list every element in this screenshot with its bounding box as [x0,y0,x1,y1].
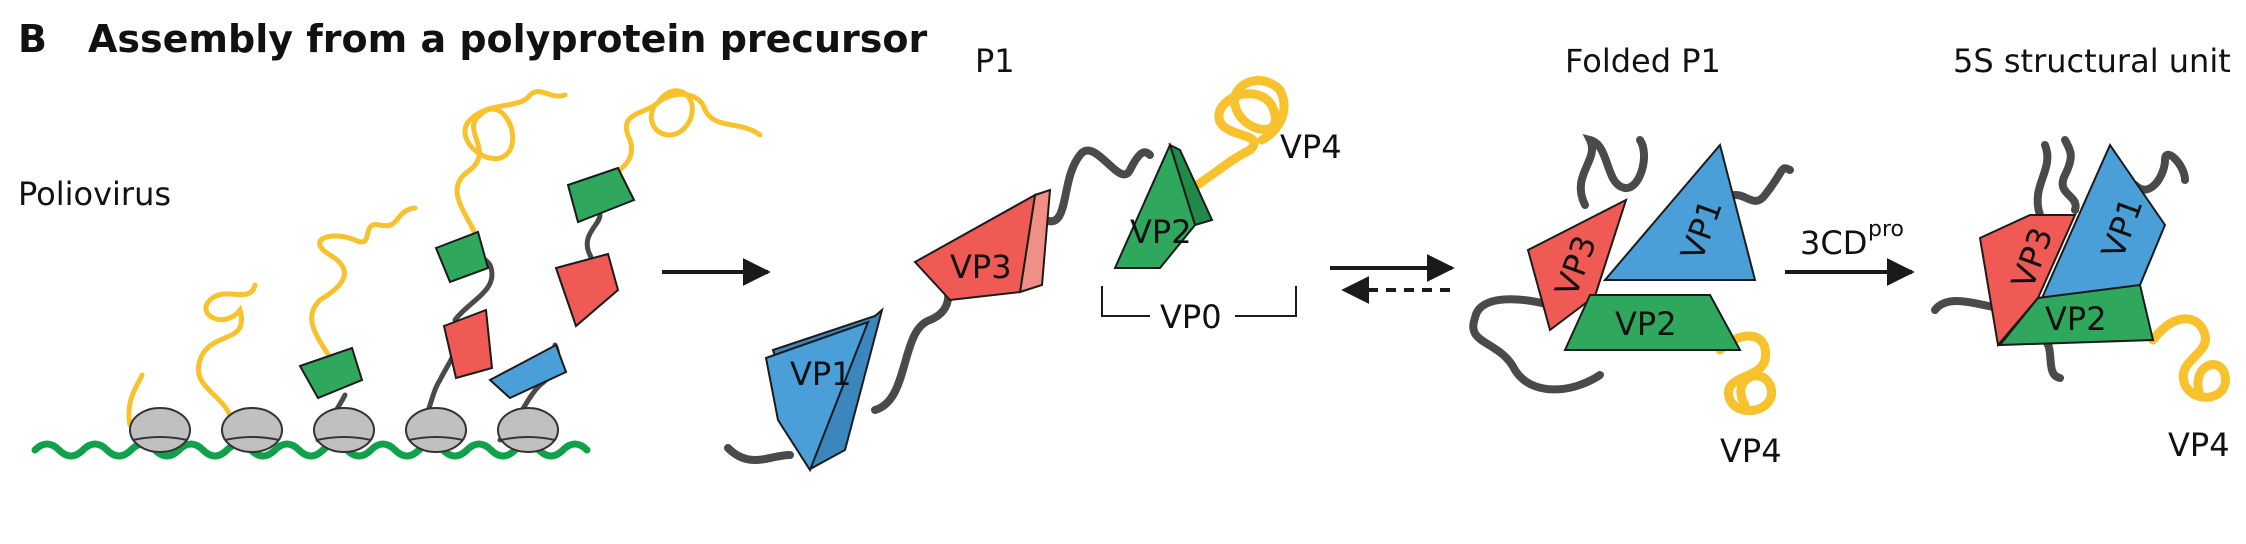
vp3-nascent-domain [442,308,494,380]
translation-scene [31,88,763,460]
p1-vp2-domain [1113,142,1197,269]
p1-vp1-domain [764,320,870,473]
vp0-bracket [1101,286,1297,317]
unit-vp3-domain [1978,214,2077,348]
unit-linker [2131,150,2189,194]
p1-vp1-label: VP1 [790,355,852,393]
p1-vp2-label: VP2 [1130,213,1192,251]
nascent-chain [309,205,418,373]
protease-step: 3CD pro [1785,217,1915,286]
nascent-chain [587,88,763,203]
folded-p1-label: Folded P1 [1565,42,1721,80]
folded-vp2-label: VP2 [1615,305,1677,343]
nascent-chain [454,88,568,248]
unit-linker [2033,141,2052,219]
nascent-chain [195,282,258,428]
p1-linker [1041,146,1154,226]
vp2-nascent-domain [298,346,364,400]
vp2-nascent-domain [434,230,490,284]
p1-label: P1 [975,42,1015,80]
unit-vp4-label: VP4 [2168,426,2230,464]
structural-unit-label: 5S structural unit [1953,42,2231,80]
p1-vp4-label: VP4 [1280,128,1342,166]
vp2-nascent-domain [566,166,636,224]
p1-linker [871,276,953,414]
nascent-chain [126,372,145,428]
ribosome [405,407,467,453]
p1-linker [724,444,794,464]
ribosome [129,407,191,453]
unit-linker [2041,336,2064,382]
protease-superscript: pro [1868,217,1904,242]
structural-unit-5s: VP3 VP1 VP2 VP4 [1931,136,2230,464]
folded-p1: VP3 VP1 VP2 VP4 [1469,133,1794,470]
unit-linker [2058,136,2080,214]
folded-p1-vp4-chain [1715,331,1777,416]
folded-p1-linker [1469,295,1604,394]
folded-vp4-label: VP4 [1720,432,1782,470]
organism-label: Poliovirus [18,175,171,213]
ribosome [313,407,375,453]
mrna-strand [31,440,591,460]
p1-vp4-chain [1185,76,1289,195]
unit-vp2-label: VP2 [2045,300,2107,338]
folded-vp2-domain [1563,294,1742,351]
unit-vp4-chain [2148,314,2230,402]
vp1-nascent-domain [488,343,568,400]
p1-vp3-domain [913,193,1037,302]
p1-vp3-label: VP3 [950,248,1012,286]
equilibrium-arrows [1330,254,1455,304]
vp0-label: VP0 [1160,298,1222,336]
ribosome [497,407,559,453]
unit-vp2-domain [1997,283,2155,347]
folded-p1-linker [1576,133,1648,209]
vp3-nascent-domain [554,252,620,328]
panel-title: Assembly from a polyprotein precursor [88,17,927,61]
folded-vp1-domain [1602,142,1757,281]
ribosome [221,407,283,453]
p1-polyprotein: VP1 VP3 VP2 VP4 VP0 [724,76,1342,473]
panel-letter: B [18,17,47,61]
protease-label: 3CD [1800,224,1867,262]
